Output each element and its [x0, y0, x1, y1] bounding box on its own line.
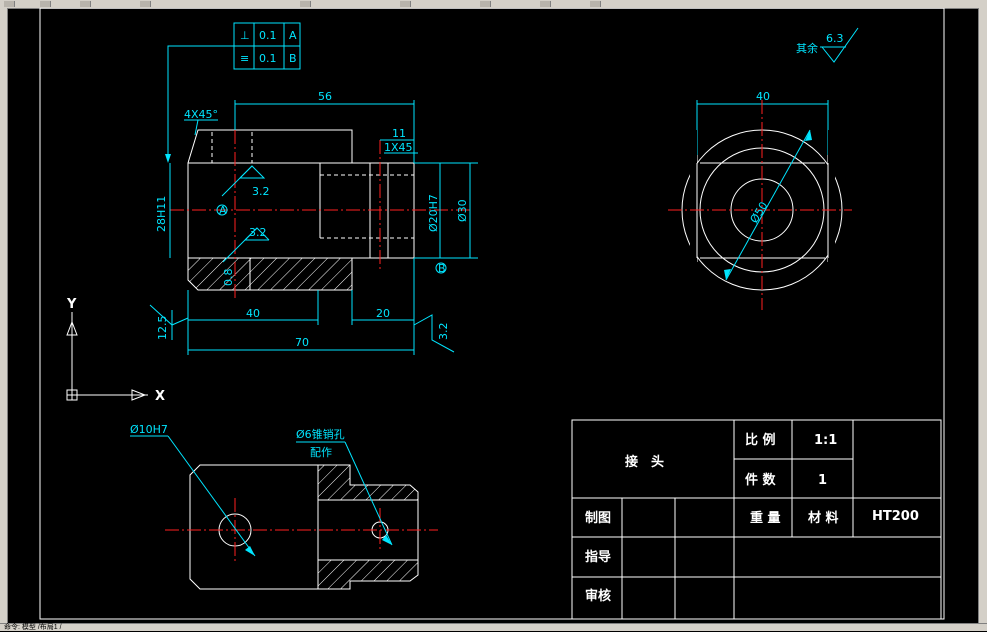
datum-letter: B — [289, 52, 297, 65]
dim-28h11: 28H11 — [155, 196, 168, 232]
material-value: HT200 — [872, 509, 919, 524]
vertical-scrollbar[interactable] — [978, 8, 987, 623]
roughness-left: 12.5 — [156, 316, 169, 341]
review-label: 审核 — [585, 588, 611, 604]
toolbar-button[interactable] — [40, 1, 51, 7]
perpendicularity-symbol: ⊥ — [240, 29, 250, 42]
scale-label: 比 例 — [745, 432, 776, 448]
ucs-axis-icon: X Y — [66, 297, 165, 404]
toolbar-button[interactable] — [480, 1, 491, 7]
toolbar-button[interactable] — [400, 1, 411, 7]
dim-70: 70 — [295, 336, 309, 349]
roughness-lower: 3.2 — [249, 226, 267, 239]
left-toolbar — [0, 8, 8, 623]
side-view: 40 Ø50 其余 6.3 — [668, 27, 859, 310]
toolbar-button[interactable] — [540, 1, 551, 7]
status-bar: 命令: 模型 /布局1 / — [0, 623, 987, 631]
material-label: 材 料 — [808, 510, 839, 526]
dim-20: 20 — [376, 307, 390, 320]
toolbar-button[interactable] — [140, 1, 151, 7]
tolerance-frame: ⊥ 0.1 A ≡ 0.1 B — [233, 22, 301, 70]
side-dim-50: Ø50 — [748, 199, 771, 225]
weight-label: 重 量 — [750, 510, 781, 526]
toolbar-button[interactable] — [4, 1, 15, 7]
dim-outer-30: Ø30 — [456, 199, 469, 222]
dim-0-8: 0.8 — [222, 269, 235, 287]
datum-letter: A — [289, 29, 297, 42]
drawing-border — [39, 8, 945, 620]
part-name: 接 头 — [625, 454, 664, 470]
scale-value: 1:1 — [814, 433, 837, 448]
toolbar-button[interactable] — [80, 1, 91, 7]
toolbar-button[interactable] — [590, 1, 601, 7]
rest-roughness-label: 其余 — [796, 41, 818, 55]
toolbar-button[interactable] — [300, 1, 311, 7]
drawn-label: 制图 — [585, 510, 611, 526]
tolerance-value: 0.1 — [259, 52, 277, 65]
status-text: 命令: 模型 /布局1 / — [4, 624, 62, 631]
roughness-right: 3.2 — [437, 323, 450, 341]
rest-roughness-value: 6.3 — [826, 32, 844, 45]
guide-label: 指导 — [585, 549, 611, 565]
dim-40: 40 — [246, 307, 260, 320]
symmetry-symbol: ≡ — [240, 52, 249, 65]
tolerance-value: 0.1 — [259, 29, 277, 42]
dim-56: 56 — [318, 90, 332, 103]
chamfer-right-label: 1X45 — [384, 141, 413, 154]
y-axis-label: Y — [66, 297, 77, 312]
datum-b-marker: B — [438, 262, 446, 275]
datum-a-marker: A — [219, 204, 227, 217]
pin-note-1: Ø6锥销孔 — [296, 427, 345, 441]
chamfer-left-label: 4X45° — [184, 108, 218, 121]
drawing-canvas[interactable]: ⊥ 0.1 A ≡ 0.1 B 56 4X45° 11 1X45 28H11 Ø… — [7, 8, 978, 623]
pin-note-2: 配作 — [310, 446, 332, 459]
x-axis-label: X — [155, 389, 165, 404]
count-label: 件 数 — [745, 472, 777, 488]
front-view: ⊥ 0.1 A ≡ 0.1 B 56 4X45° 11 1X45 28H11 Ø… — [149, 22, 478, 355]
bottom-view: Ø10H7 Ø6锥销孔 配作 — [130, 423, 438, 590]
count-value: 1 — [818, 473, 827, 488]
roughness-upper: 3.2 — [252, 185, 270, 198]
hole-note: Ø10H7 — [130, 423, 168, 436]
side-dim-40: 40 — [756, 90, 770, 103]
dim-11: 11 — [392, 127, 406, 140]
title-block: 接 头 比 例 1:1 件 数 1 制图 重 量 材 料 HT200 指导 审核 — [571, 419, 942, 620]
dim-bore-20h7: Ø20H7 — [427, 194, 440, 232]
